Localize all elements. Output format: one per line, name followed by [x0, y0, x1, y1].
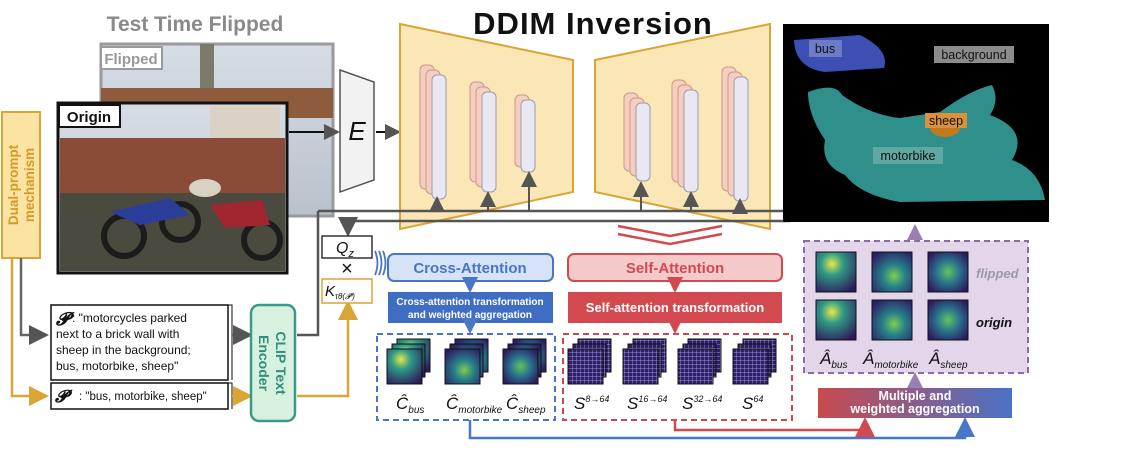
agg-label-bus: Âbus — [819, 349, 847, 371]
k-label: Kτθ(𝓟′) — [325, 283, 355, 301]
prompt-p-line-1: : "motorcycles parked — [72, 311, 187, 325]
origin-map-bus — [815, 299, 857, 341]
seg-label-bus-box — [809, 40, 842, 57]
origin-map-sheep — [927, 299, 969, 341]
origin-label-box — [58, 104, 121, 128]
cross-transform-box — [388, 292, 553, 323]
prompt-p-box — [50, 304, 229, 381]
seg-label-motorbike-box — [873, 147, 943, 164]
arrow-to-prompt-p — [19, 258, 49, 345]
seg-label-sheep: sheep — [929, 114, 963, 128]
flipped-label: Flipped — [104, 51, 157, 68]
cross-attention-label: Cross-Attention — [413, 260, 526, 277]
multiple-line1: Multiple and — [879, 389, 952, 403]
cross-heatmap-bus — [386, 338, 431, 385]
self-attention-label: Self-Attention — [626, 260, 724, 277]
seg-label-bus: bus — [815, 42, 835, 56]
seg-label-background-box — [934, 46, 1014, 63]
encoder-symbol: E — [348, 116, 366, 146]
agg-label-motorbike: Âmotorbike — [862, 349, 919, 371]
feature-up-arrows — [429, 171, 748, 214]
flipped-label-box — [100, 46, 163, 70]
clip-to-k — [297, 300, 358, 398]
dual-prompt-line1: Dual-prompt — [6, 144, 21, 225]
cross-maps-box — [376, 333, 556, 421]
self-grid-64 — [732, 338, 777, 385]
origin-text: origin — [976, 315, 1012, 330]
agg-label-sheep: Âsheep — [928, 349, 968, 371]
clip-line2: Encoder — [256, 335, 272, 392]
red-chevron — [617, 224, 723, 246]
qz-label: Qz — [336, 240, 354, 260]
flipped-map-motorbike — [871, 251, 913, 293]
seg-label-sheep-box — [925, 113, 967, 128]
clip-line1: CLIP Text — [273, 331, 289, 395]
seg-label-background: background — [941, 48, 1006, 62]
flipped-map-bus — [815, 251, 857, 293]
cross-transform-line2: and weighted aggregation — [408, 310, 532, 321]
flipped-map-sheep — [927, 251, 969, 293]
prompt-p-line-3: sheep in the background; — [56, 343, 191, 357]
origin-image — [56, 101, 289, 275]
cross-heatmap-sheep — [502, 338, 547, 385]
k-box — [321, 278, 373, 304]
multiple-line2: weighted aggregation — [849, 402, 979, 416]
times-symbol: × — [341, 258, 353, 280]
prompt-p-line-2: next to a brick wall with — [56, 327, 179, 341]
self-transform-box — [568, 292, 782, 323]
clip-to-feature-line — [297, 211, 320, 337]
self-grid-16 — [622, 338, 667, 385]
unet-up-layers — [623, 66, 749, 202]
origin-map-motorbike — [871, 299, 913, 341]
self-map-label-32: S32→64 — [682, 394, 722, 413]
cross-map-label-sheep: Ĉsheep — [506, 394, 546, 416]
flipped-text: flipped — [976, 266, 1020, 281]
prompt-p-prime-text: : "bus, motorbike, sheep" — [79, 391, 207, 403]
multiple-aggregation-box — [818, 388, 1012, 418]
self-map-label-8: S8→64 — [574, 394, 609, 413]
cross-map-label-bus: Ĉbus — [396, 394, 424, 416]
self-transform-label: Self-attention transformation — [586, 300, 764, 315]
prompt-p-prime-symbol: 𝓟′ — [55, 387, 73, 406]
clip-text-encoder — [249, 303, 297, 423]
arrow-to-prompt-p-prime — [10, 258, 49, 406]
qz-box — [321, 235, 373, 259]
self-grid-32 — [677, 338, 722, 385]
unet-down-layers — [419, 64, 536, 200]
seg-label-motorbike: motorbike — [881, 149, 936, 163]
test-time-flipped-title: Test Time Flipped — [107, 13, 284, 36]
prompt-p-line-4: bus, motorbike, sheep" — [56, 359, 178, 373]
self-grid-8 — [567, 338, 612, 385]
cross-transform-line1: Cross-attention transformation — [396, 297, 543, 308]
cross-heatmap-motorbike — [444, 338, 489, 385]
cross-map-label-motorbike: Ĉmotorbike — [446, 394, 503, 416]
bottom-red-line — [673, 417, 875, 437]
dual-prompt-line2: mechanism — [22, 148, 37, 222]
prompt-p-prime-box — [50, 382, 229, 410]
self-map-label-64: S64 — [742, 394, 763, 413]
qk-to-cross-bracket — [374, 250, 387, 276]
origin-label: Origin — [67, 109, 111, 126]
bottom-blue-line — [468, 417, 975, 440]
self-map-label-16: S16→64 — [627, 394, 667, 413]
self-maps-box — [562, 333, 793, 421]
ddim-title: DDIM Inversion — [473, 6, 713, 41]
encoder-block — [339, 68, 375, 194]
